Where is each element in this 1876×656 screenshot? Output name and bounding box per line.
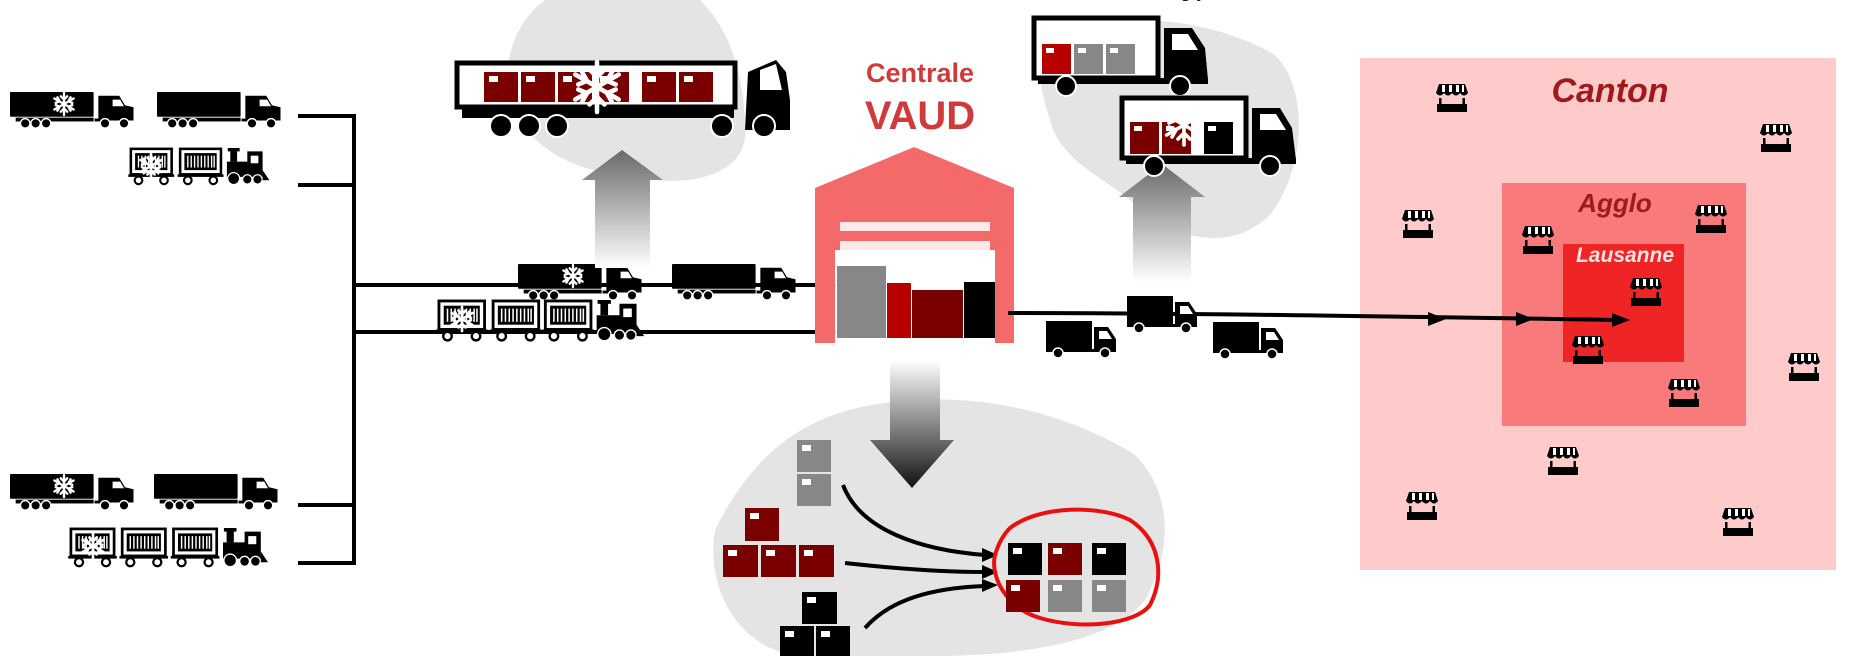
arrow-icon: [1119, 164, 1205, 282]
box-icon: [780, 626, 814, 656]
box-icon: [761, 545, 796, 577]
van-icon: [1212, 321, 1284, 360]
vaud-label: VAUD: [864, 94, 976, 138]
header-text-fragment: g y: [1180, 0, 1876, 3]
sorting-arrows: [841, 484, 986, 630]
outbound-line: [1007, 311, 1621, 322]
centrale-label: Centrale: [865, 58, 975, 88]
box-icon: [1008, 543, 1042, 575]
mixed-pallet-circle: [992, 507, 1161, 627]
arrowhead: [1516, 312, 1534, 326]
delivery-truck-icon: [1031, 15, 1208, 97]
arrowhead: [1612, 313, 1630, 327]
lausanne-label: Lausanne: [1575, 244, 1675, 267]
box-icon: [797, 474, 831, 506]
agglo-label: Agglo: [1578, 188, 1652, 218]
van-icon: [1126, 295, 1198, 334]
box-icon: [1092, 580, 1126, 612]
box-icon: [1092, 543, 1126, 575]
box-icon: [1048, 580, 1082, 612]
arrow-icon: [582, 150, 663, 268]
box-icon: [1048, 543, 1082, 575]
canton-label: Canton: [1551, 72, 1669, 110]
box-icon: [1006, 580, 1040, 612]
box-icon: [799, 545, 834, 577]
arrowhead: [1428, 312, 1446, 326]
van-icon: [1045, 320, 1117, 359]
box-icon: [745, 508, 779, 541]
box-icon: [802, 592, 837, 624]
arrow-icon: [870, 360, 954, 488]
box-icon: [816, 626, 850, 656]
warehouse-icon: [815, 147, 1014, 343]
box-icon: [723, 545, 758, 577]
truck-icon: [153, 473, 279, 511]
train-icon: [66, 527, 269, 568]
truck-icon: [671, 263, 797, 301]
box-icon: [797, 440, 831, 472]
truck-icon: [156, 91, 282, 129]
